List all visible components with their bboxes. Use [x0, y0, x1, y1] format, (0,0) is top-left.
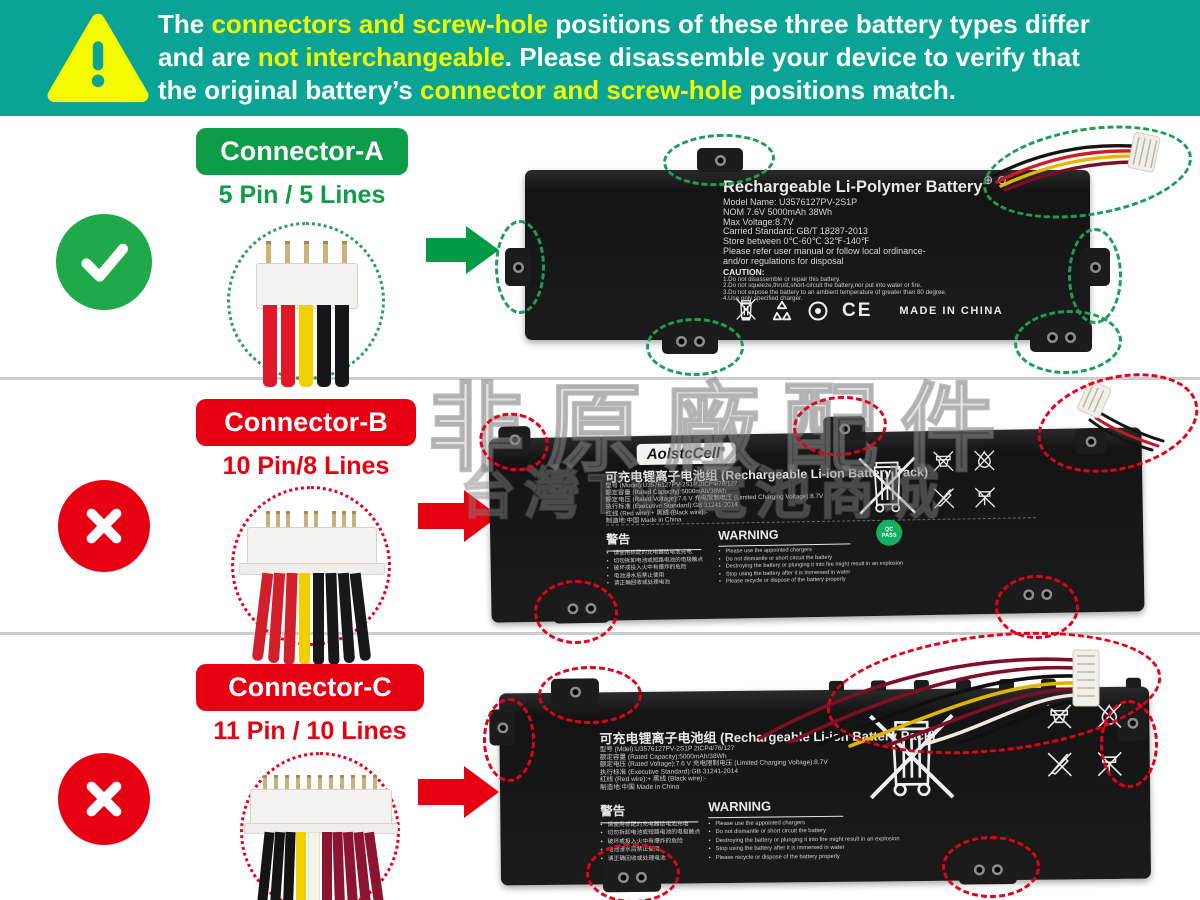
no-fire-icon [974, 450, 995, 471]
cross-icon [58, 753, 150, 845]
highlight-ellipse [646, 318, 744, 376]
warning-banner: The connectors and screw-hole positions … [0, 0, 1200, 116]
battery-recycle-mark [808, 301, 828, 321]
ce-mark: CE [842, 300, 873, 321]
battery-a-image: Rechargeable Li-Polymer Battery Model Na… [505, 148, 1110, 354]
highlight-ellipse [1068, 228, 1122, 324]
arrow-right-icon [426, 226, 500, 274]
made-in-china-label: MADE IN CHINA [899, 305, 1004, 317]
no-crush-icon [933, 451, 954, 472]
no-hammer-icon [974, 487, 996, 508]
check-icon [56, 214, 152, 310]
section-divider [0, 377, 1200, 380]
no-pierce-icon [1047, 752, 1073, 777]
banner-line-3: the original battery’s connector and scr… [158, 75, 956, 105]
crossed-bin-icon [858, 456, 917, 515]
watermark-line-1: 非原廠配件 [427, 376, 1018, 483]
warning-en-title: WARNING [718, 526, 851, 547]
no-pierce-icon [933, 488, 955, 509]
arrow-right-icon [418, 766, 500, 818]
battery-a-cautions: 1.Do not disassemble or repair this batt… [723, 276, 947, 303]
mount-tab [697, 148, 743, 172]
banner-line-1: The connectors and screw-hole positions … [158, 9, 1090, 39]
highlight-ellipse [495, 220, 545, 314]
polarity-marks: ⊕ ⊖ [983, 173, 1007, 187]
highlight-ellipse [538, 666, 642, 724]
banner-line-2: and are not interchangeable. Please disa… [158, 42, 1080, 72]
highlight-ellipse [483, 698, 535, 782]
connector-b-label: Connector-B [196, 399, 416, 446]
mount-tab [1030, 322, 1092, 352]
battery-c-image: 可充电锂离子电池组 (Rechargeable Li-ion Battery P… [489, 677, 1151, 893]
battery-a-caution-title: CAUTION: [723, 267, 765, 277]
warning-triangle-icon [47, 13, 149, 103]
crossed-bin-icon [868, 713, 955, 800]
no-crush-icon [1047, 704, 1072, 729]
recycle-icon [772, 300, 792, 321]
connector-b-photo [231, 486, 391, 666]
highlight-ellipse [1100, 700, 1158, 788]
watermark-line-2: 台灣TW電池商城 [459, 462, 948, 525]
connector-c-pin-count: 11 Pin / 10 Lines [213, 717, 407, 745]
crossed-bin-icon [736, 298, 756, 321]
battery-c-wires [758, 649, 1100, 748]
banner-text: The connectors and screw-hole positions … [158, 8, 1090, 107]
battery-b-image: AolstcCell® 可充电锂离子电池组 (Rechargeable Li-i… [488, 416, 1145, 624]
battery-a-wires [991, 131, 1161, 192]
highlight-ellipse [534, 580, 618, 644]
prohibition-icons [931, 448, 998, 511]
highlight-ellipse [942, 836, 1040, 898]
connector-a-photo [227, 222, 385, 387]
connector-a-pin-count: 5 Pin / 5 Lines [218, 181, 386, 209]
warning-en-list: Please use the appointed chargersDo not … [718, 543, 1049, 587]
warning-en-title: WARNING [708, 797, 844, 819]
highlight-ellipse [995, 575, 1079, 639]
battery-a-marks: CE MADE IN CHINA [735, 296, 1003, 326]
connector-a-label: Connector-A [196, 128, 408, 175]
connector-c-photo [240, 752, 400, 900]
connector-b-pin-count: 10 Pin/8 Lines [222, 452, 390, 480]
cross-icon [58, 480, 150, 572]
connector-c-label: Connector-C [196, 664, 424, 711]
battery-a-title: Rechargeable Li-Polymer Battery [723, 178, 983, 196]
battery-b-wires [1077, 380, 1165, 452]
warning-cn-list: 请使用标配的充电器给电池充电切勿拆卸电池或短路电池的电极触点破坏或投入火中有爆炸… [606, 549, 715, 589]
highlight-ellipse [586, 843, 680, 900]
